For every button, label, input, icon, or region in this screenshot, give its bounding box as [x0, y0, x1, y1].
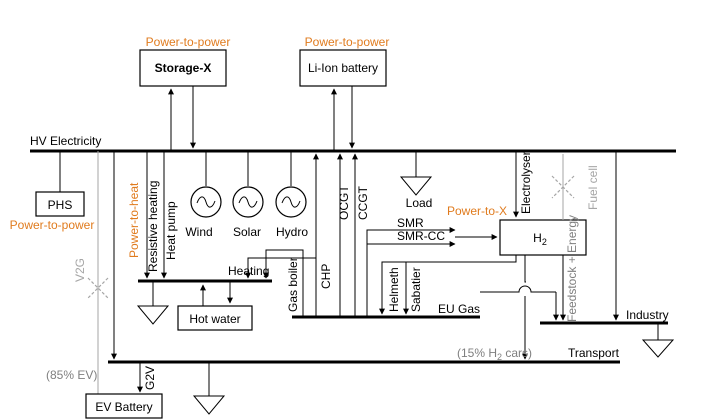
hv-electricity-label: HV Electricity — [30, 134, 101, 148]
wind-sine-icon — [196, 196, 216, 208]
smr-label: SMR — [397, 216, 424, 230]
h2-transport-line — [524, 255, 526, 283]
chp-heat-line — [245, 257, 316, 279]
solar-label: Solar — [233, 225, 261, 239]
heating-load-icon — [136, 305, 170, 325]
hot-water-text: Hot water — [189, 312, 240, 326]
h2-cars-sub: 2 — [497, 352, 502, 362]
h2-subscript: 2 — [542, 237, 547, 247]
gas-to-industry-line — [480, 285, 556, 293]
helmeth-line — [379, 255, 517, 315]
ev-share-note: (85% EV) — [46, 368, 97, 382]
h2-cars-prefix: (15% H — [457, 346, 497, 360]
hydro-sine-icon — [281, 196, 301, 208]
ccgt-label: CCGT — [356, 185, 370, 220]
p2x-label: Power-to-X — [447, 204, 507, 218]
h2-text: H2 — [533, 231, 547, 247]
gas-boiler-label: Gas boiler — [286, 257, 300, 312]
smr-line — [366, 227, 456, 317]
sabatier-label: Sabatier — [409, 267, 423, 312]
ev-battery-box — [85, 393, 163, 419]
h2-prefix: H — [533, 231, 542, 245]
fuel-cell-cross-b — [551, 175, 575, 199]
ev-battery-text: EV Battery — [95, 400, 152, 414]
industry-label: Industry — [626, 308, 669, 322]
load-icon — [399, 176, 433, 196]
li-ion-text: Li-Ion battery — [308, 61, 378, 75]
phs-text: PHS — [48, 198, 73, 212]
electrolyser-label: Electrolyser — [519, 151, 533, 214]
p2p-storage-x-label: Power-to-power — [146, 35, 231, 49]
ocgt-label: OCGT — [337, 185, 351, 220]
h2-cars-suffix: cars) — [502, 346, 532, 360]
gas-boiler-line — [263, 249, 304, 317]
hot-water-box — [177, 305, 253, 331]
transport-label: Transport — [568, 346, 620, 360]
eu-gas-label: EU Gas — [438, 302, 480, 316]
g2v-label: G2V — [143, 366, 157, 390]
smr-cc-label: SMR-CC — [397, 229, 445, 243]
heating-label: Heating — [228, 264, 269, 278]
heat-pump-label: Heat pump — [164, 201, 178, 260]
chp-label: CHP — [319, 264, 333, 289]
helmeth-label: Helmeth — [387, 267, 401, 312]
fuel-cell-label: Fuel cell — [586, 165, 600, 210]
li-ion-box — [299, 49, 387, 87]
load-label: Load — [406, 196, 433, 210]
wind-label: Wind — [185, 225, 212, 239]
p2h-label: Power-to-heat — [127, 182, 141, 258]
transport-load-icon — [192, 395, 226, 415]
v2g-label: V2G — [73, 258, 87, 282]
solar-sine-icon — [238, 196, 258, 208]
industry-load-icon — [641, 339, 675, 358]
feedstock-label: Feedstock + Energy — [565, 215, 579, 322]
h2-box — [499, 219, 587, 256]
p2p-phs-label: Power-to-power — [10, 218, 95, 232]
storage-x-text: Storage-X — [155, 61, 212, 75]
resistive-heating-label: Resistive heating — [146, 181, 160, 272]
hydro-label: Hydro — [276, 225, 308, 239]
h2-cars-note: (15% H2 cars) — [457, 346, 532, 362]
storage-x-box — [139, 49, 227, 87]
p2p-li-ion-label: Power-to-power — [305, 35, 390, 49]
phs-box — [35, 191, 85, 217]
